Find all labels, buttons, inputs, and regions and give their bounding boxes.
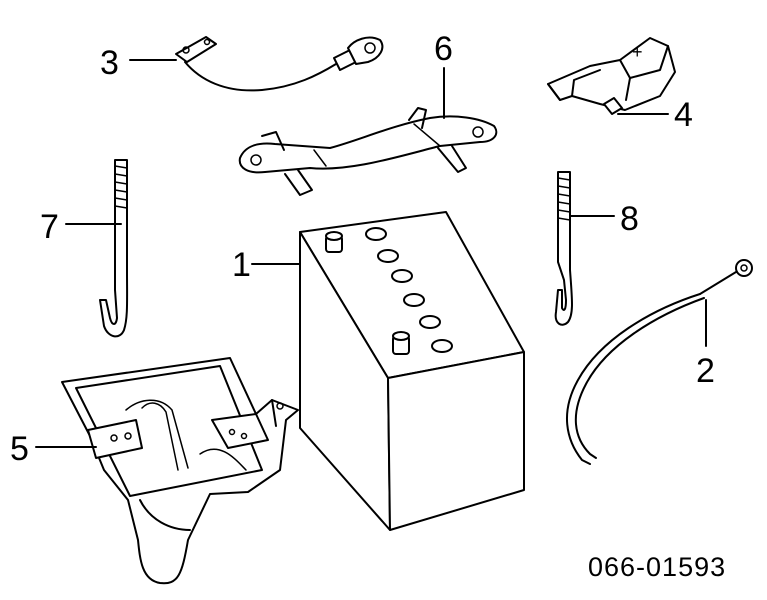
callout-7: 7 — [40, 208, 59, 246]
callout-8: 8 — [620, 200, 639, 238]
part-cover-4: + — [547, 37, 676, 115]
callout-4: 4 — [674, 96, 693, 134]
part-tray-5 — [61, 357, 299, 585]
callout-2: 2 — [696, 352, 715, 390]
part-clamp-6 — [238, 107, 498, 196]
callout-5: 5 — [10, 430, 29, 468]
callout-1: 1 — [232, 246, 251, 284]
part-cable-2 — [566, 259, 753, 465]
part-bolt-8 — [554, 171, 573, 326]
part-battery-1 — [299, 211, 525, 531]
battery-terminal-neg — [325, 231, 343, 253]
part-cable-3 — [175, 36, 384, 92]
part-bolt-7 — [99, 159, 129, 338]
callouts: 3 6 4 7 8 1 2 5 — [10, 30, 715, 468]
callout-3: 3 — [100, 44, 119, 82]
plus-symbol: + — [632, 42, 643, 62]
battery-terminal-pos — [392, 331, 410, 355]
callout-6: 6 — [434, 30, 453, 68]
diagram-code: 066-01593 — [588, 552, 726, 582]
leader-lines — [35, 59, 707, 448]
battery-cell-caps — [365, 227, 453, 353]
